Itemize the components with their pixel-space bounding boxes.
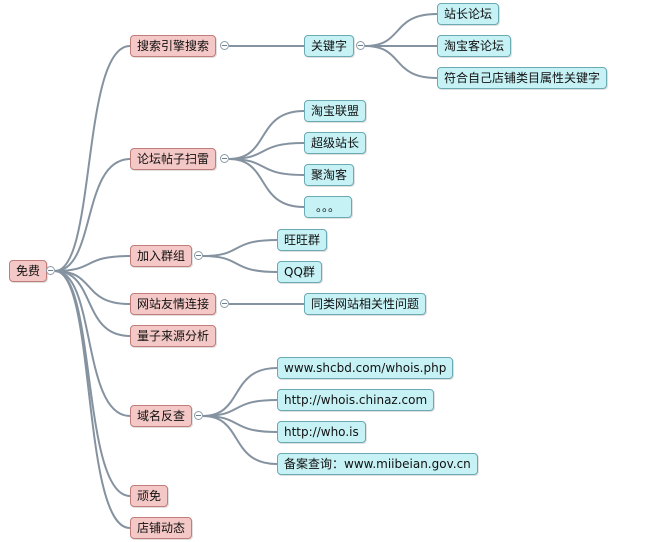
leaf-node[interactable]: 站长论坛	[437, 3, 500, 25]
mindmap-link	[54, 45, 131, 272]
leaf-node[interactable]: 备案查询：www.miibeian.gov.cn	[277, 453, 478, 475]
collapse-icon[interactable]	[220, 41, 229, 50]
leaf-node[interactable]: 符合自己店铺类目属性关键字	[437, 67, 608, 89]
leaf-node[interactable]: 。。。	[304, 196, 352, 218]
leaf-node[interactable]: http://whois.chinaz.com	[277, 389, 435, 411]
leaf-node[interactable]: 聚淘客	[304, 164, 355, 186]
mindmap-link	[364, 45, 438, 79]
collapse-icon[interactable]	[46, 266, 55, 275]
mindmap-link	[54, 270, 131, 497]
branch-shop-news[interactable]: 店铺动态	[130, 517, 193, 539]
mindmap-link	[54, 255, 131, 272]
leaf-node[interactable]: 淘宝客论坛	[437, 35, 512, 57]
branch-guwen[interactable]: 顽免	[130, 485, 169, 507]
collapse-icon[interactable]	[356, 41, 365, 50]
keyword-node[interactable]: 关键字	[304, 35, 355, 57]
mindmap-link	[202, 399, 278, 417]
collapse-icon[interactable]	[220, 154, 229, 163]
leaf-node[interactable]: 旺旺群	[277, 229, 328, 251]
mindmap-link	[202, 415, 278, 465]
mindmap-link	[202, 367, 278, 417]
mindmap-link	[202, 255, 278, 273]
leaf-node[interactable]: QQ群	[277, 261, 322, 283]
mindmap-link	[364, 13, 438, 47]
leaf-node[interactable]: 超级站长	[304, 132, 367, 154]
collapse-icon[interactable]	[194, 251, 203, 260]
branch-search-engine[interactable]: 搜索引擎搜索	[130, 35, 217, 57]
collapse-icon[interactable]	[220, 299, 229, 308]
mindmap-link	[228, 110, 305, 160]
branch-domain-lookup[interactable]: 域名反查	[130, 405, 193, 427]
leaf-node[interactable]: 淘宝联盟	[304, 100, 367, 122]
mindmap-link	[54, 270, 131, 529]
mindmap-link	[54, 270, 131, 417]
mindmap-link	[202, 239, 278, 257]
leaf-node[interactable]: http://who.is	[277, 421, 366, 443]
root-node[interactable]: 免费	[9, 260, 48, 282]
collapse-icon[interactable]	[194, 411, 203, 420]
branch-friend-links[interactable]: 网站友情连接	[130, 293, 217, 315]
branch-join-groups[interactable]: 加入群组	[130, 245, 193, 267]
branch-quantum[interactable]: 量子来源分析	[130, 325, 217, 347]
mindmap-link	[54, 158, 131, 272]
mindmap-link	[54, 270, 131, 337]
leaf-node[interactable]: 同类网站相关性问题	[304, 293, 427, 315]
branch-forum-scan[interactable]: 论坛帖子扫雷	[130, 148, 217, 170]
mindmap-link	[228, 142, 305, 160]
mindmap-link	[228, 158, 305, 208]
leaf-node[interactable]: www.shcbd.com/whois.php	[277, 357, 454, 379]
